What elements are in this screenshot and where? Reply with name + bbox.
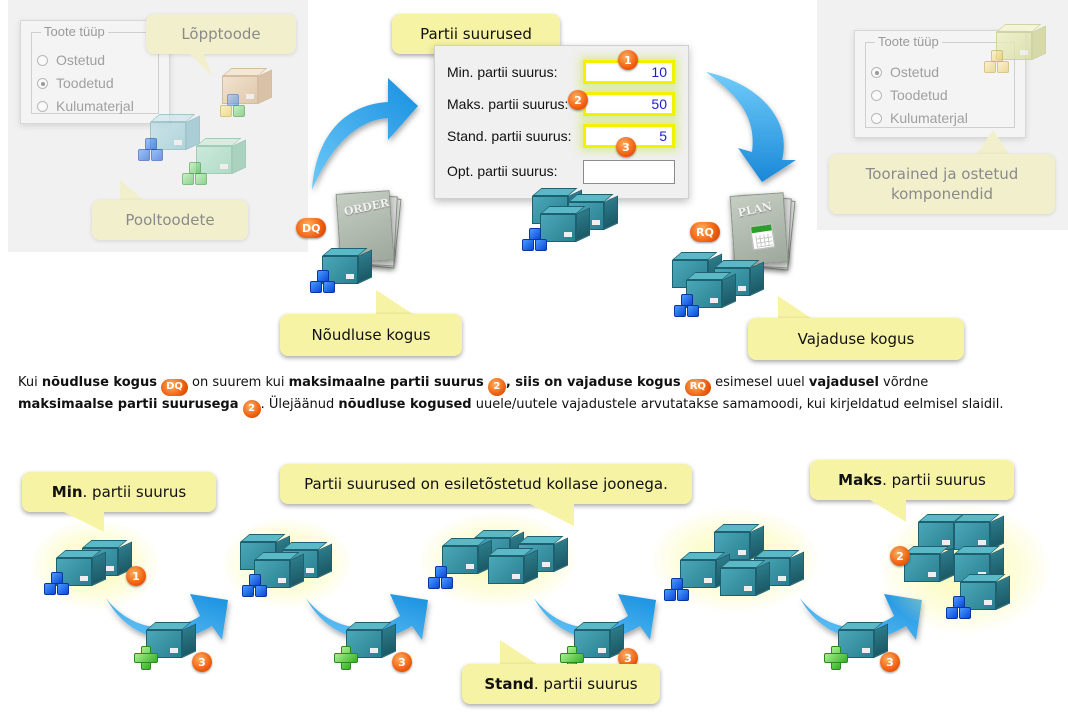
max-lot-label: Maks. partii suurus: bbox=[447, 96, 569, 112]
badge-max: 2 bbox=[568, 90, 588, 110]
cubes-icon bbox=[428, 566, 454, 590]
radio-kulumaterjal[interactable]: Kulumaterjal bbox=[871, 110, 968, 126]
cubes-icon bbox=[310, 270, 336, 294]
cubes-icon bbox=[220, 94, 246, 118]
cubes-icon bbox=[182, 162, 208, 186]
max-inline-badge: 2 bbox=[487, 378, 506, 396]
arrow-up-right-icon bbox=[312, 78, 418, 190]
callout-tail bbox=[120, 180, 146, 202]
semi-product-box-icon bbox=[150, 114, 200, 150]
callout-requirement-quantity: Vajaduse kogus bbox=[748, 318, 964, 360]
max-lot-size-input[interactable]: 50 bbox=[583, 92, 675, 116]
callout-demand-quantity: Nõudluse kogus bbox=[280, 314, 462, 356]
badge-std: 3 bbox=[192, 652, 212, 672]
callout-max-lot: Maks. partii suurus bbox=[810, 460, 1014, 500]
callout-tail bbox=[500, 640, 540, 666]
badge-std: 3 bbox=[616, 137, 636, 157]
cubes-icon bbox=[138, 138, 164, 162]
product-type-groupbox-left: Toote tüüp Ostetud Toodetud Kulumaterjal bbox=[20, 20, 170, 124]
radio-selected-icon bbox=[871, 66, 882, 78]
arrow-step-4-icon bbox=[800, 594, 922, 640]
std-lot-label: Stand. partii suurus: bbox=[447, 128, 572, 144]
radio-icon bbox=[37, 100, 48, 112]
arrow-step-3-icon bbox=[534, 594, 656, 640]
radio-ostetud[interactable]: Ostetud bbox=[871, 64, 939, 80]
callout-pooltoodete: Pooltoodete bbox=[92, 200, 248, 240]
radio-icon bbox=[871, 89, 882, 101]
callout-highlight-note: Partii suurused on esiletõstetud kollase… bbox=[280, 464, 692, 504]
plan-document-icon: PLAN bbox=[729, 192, 796, 271]
max-inline-badge: 2 bbox=[242, 400, 261, 418]
radio-toodetud[interactable]: Toodetud bbox=[871, 87, 948, 103]
badge-min: 1 bbox=[618, 50, 638, 70]
callout-tail bbox=[870, 500, 906, 522]
radio-toodetud[interactable]: Toodetud bbox=[37, 75, 114, 91]
group-title: Toote tüüp bbox=[875, 34, 942, 49]
cubes-icon bbox=[946, 596, 972, 620]
cubes-icon bbox=[242, 574, 268, 598]
arrow-down-right-icon bbox=[706, 72, 796, 182]
radio-ostetud[interactable]: Ostetud bbox=[37, 52, 105, 68]
box-icon bbox=[720, 560, 770, 596]
lot-size-form: Min. partii suurus: 10 Maks. partii suur… bbox=[434, 45, 689, 199]
cubes-icon bbox=[44, 572, 70, 596]
rq-inline-badge: RQ bbox=[684, 378, 711, 396]
finished-product-box-icon bbox=[222, 68, 272, 104]
badge-std: 3 bbox=[392, 652, 412, 672]
explanation-paragraph: Kui nõudluse kogus DQ on suurem kui maks… bbox=[18, 374, 1058, 418]
box-icon bbox=[540, 206, 590, 242]
rq-badge: RQ bbox=[690, 222, 720, 242]
box-icon bbox=[56, 550, 106, 586]
badge-min: 1 bbox=[126, 566, 146, 586]
radio-icon bbox=[871, 112, 882, 124]
box-icon bbox=[680, 552, 730, 588]
cubes-icon bbox=[664, 578, 690, 602]
box-icon bbox=[918, 514, 968, 550]
group-title: Toote tüüp bbox=[41, 24, 108, 39]
plus-icon bbox=[334, 646, 358, 670]
plus-icon bbox=[824, 646, 848, 670]
opt-lot-size-input[interactable] bbox=[583, 160, 675, 184]
calendar-icon bbox=[749, 223, 776, 251]
box-icon bbox=[904, 546, 954, 582]
cubes-icon bbox=[984, 50, 1010, 74]
badge-std: 3 bbox=[880, 652, 900, 672]
plus-icon bbox=[134, 646, 158, 670]
opt-lot-label: Opt. partii suurus: bbox=[447, 163, 558, 179]
radio-kulumaterjal[interactable]: Kulumaterjal bbox=[37, 98, 134, 114]
callout-std-lot: Stand. partii suurus bbox=[462, 664, 660, 704]
radio-icon bbox=[37, 54, 48, 66]
dq-badge: DQ bbox=[296, 218, 327, 238]
semi-product-box-icon bbox=[196, 138, 246, 174]
callout-tail bbox=[975, 130, 1011, 156]
callout-lopptoode: Lõpptoode bbox=[146, 14, 296, 54]
min-lot-label: Min. partii suurus: bbox=[447, 64, 558, 80]
callout-toorained: Toorained ja ostetud komponendid bbox=[829, 154, 1055, 214]
callout-min-lot: Min. partii suurus bbox=[22, 472, 216, 512]
callout-tail bbox=[778, 296, 814, 320]
radio-selected-icon bbox=[37, 77, 48, 89]
badge-std: 3 bbox=[618, 648, 638, 668]
cubes-icon bbox=[522, 228, 548, 252]
arrow-step-1-icon bbox=[106, 594, 228, 640]
badge-max: 2 bbox=[890, 546, 910, 566]
box-icon bbox=[488, 548, 538, 584]
dq-inline-badge: DQ bbox=[161, 378, 188, 396]
callout-tail bbox=[376, 290, 416, 316]
arrow-step-2-icon bbox=[306, 594, 428, 640]
box-icon bbox=[954, 514, 1004, 550]
cubes-icon bbox=[674, 294, 700, 318]
box-icon bbox=[442, 538, 492, 574]
